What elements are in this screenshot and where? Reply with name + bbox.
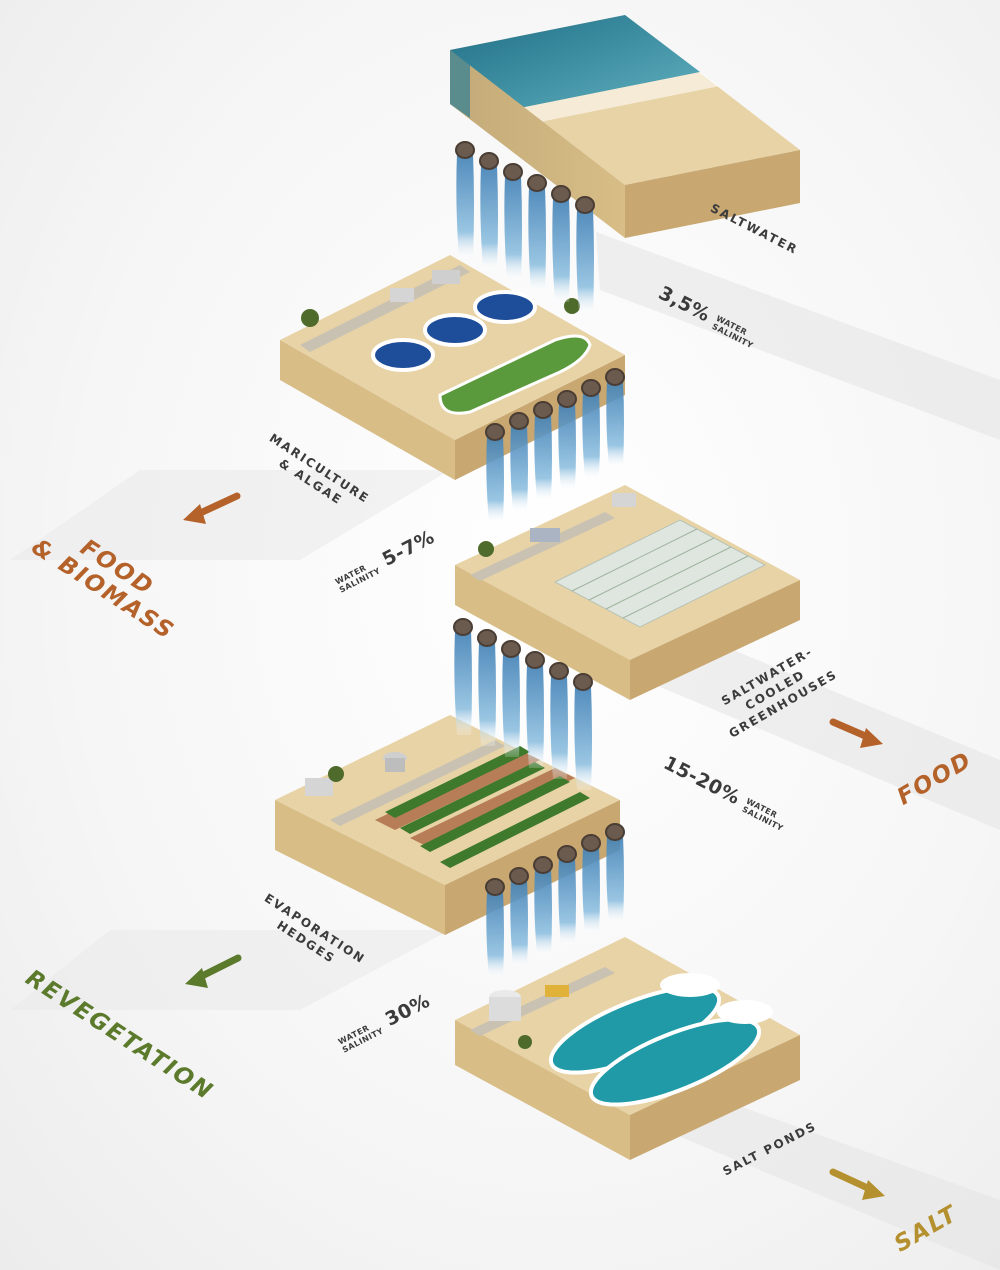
waterfall-icon (504, 176, 522, 280)
down-right-arrow-icon (829, 1168, 885, 1200)
pipe-icon (509, 867, 529, 885)
pipe-icon (575, 196, 595, 214)
block-salt-ponds (455, 937, 800, 1160)
waterfall-icon (486, 891, 504, 977)
pipe-icon (533, 856, 553, 874)
water-flows (453, 141, 625, 977)
waterfall-icon (558, 858, 576, 944)
pipe-icon (581, 834, 601, 852)
waterfall-icon (534, 869, 552, 955)
waterfall-icon (582, 392, 600, 478)
waterfall-icon (486, 436, 504, 522)
down-left-arrow-icon (185, 954, 242, 988)
waterfall-icon (528, 187, 546, 291)
pipe-icon (485, 878, 505, 896)
down-right-arrow-icon (829, 718, 883, 748)
pipe-icon (453, 618, 473, 636)
pipe-icon (509, 412, 529, 430)
waterfall-icon (576, 209, 594, 313)
waterfall-icon (526, 664, 544, 768)
pipe-icon (455, 141, 475, 159)
pipe-icon (485, 423, 505, 441)
pipe-icon (501, 640, 521, 658)
pipe-icon (525, 651, 545, 669)
waterfall-icon (606, 836, 624, 922)
pipe-icon (581, 379, 601, 397)
pipe-icon (605, 823, 625, 841)
waterfall-icon (510, 880, 528, 966)
waterfall-icon (480, 165, 498, 269)
waterfall-icon (510, 425, 528, 511)
pipe-icon (557, 390, 577, 408)
waterfall-icon (582, 847, 600, 933)
pipe-icon (605, 368, 625, 386)
pipe-icon (549, 662, 569, 680)
pipe-icon (573, 673, 593, 691)
waterfall-icon (502, 653, 520, 757)
waterfall-icon (550, 675, 568, 779)
down-left-arrow-icon (183, 492, 241, 524)
waterfall-icon (478, 642, 496, 746)
waterfall-icon (574, 686, 592, 790)
waterfall-icon (456, 154, 474, 258)
pipe-icon (479, 152, 499, 170)
pipe-icon (557, 845, 577, 863)
pipe-icon (527, 174, 547, 192)
waterfall-icon (454, 631, 472, 735)
waterfall-icon (606, 381, 624, 467)
block-greenhouses (455, 485, 800, 700)
block-saltwater (450, 15, 800, 238)
pipe-icon (477, 629, 497, 647)
waterfall-icon (534, 414, 552, 500)
waterfall-icon (558, 403, 576, 489)
pipe-icon (533, 401, 553, 419)
waterfall-icon (552, 198, 570, 302)
pipe-icon (503, 163, 523, 181)
pipe-icon (551, 185, 571, 203)
